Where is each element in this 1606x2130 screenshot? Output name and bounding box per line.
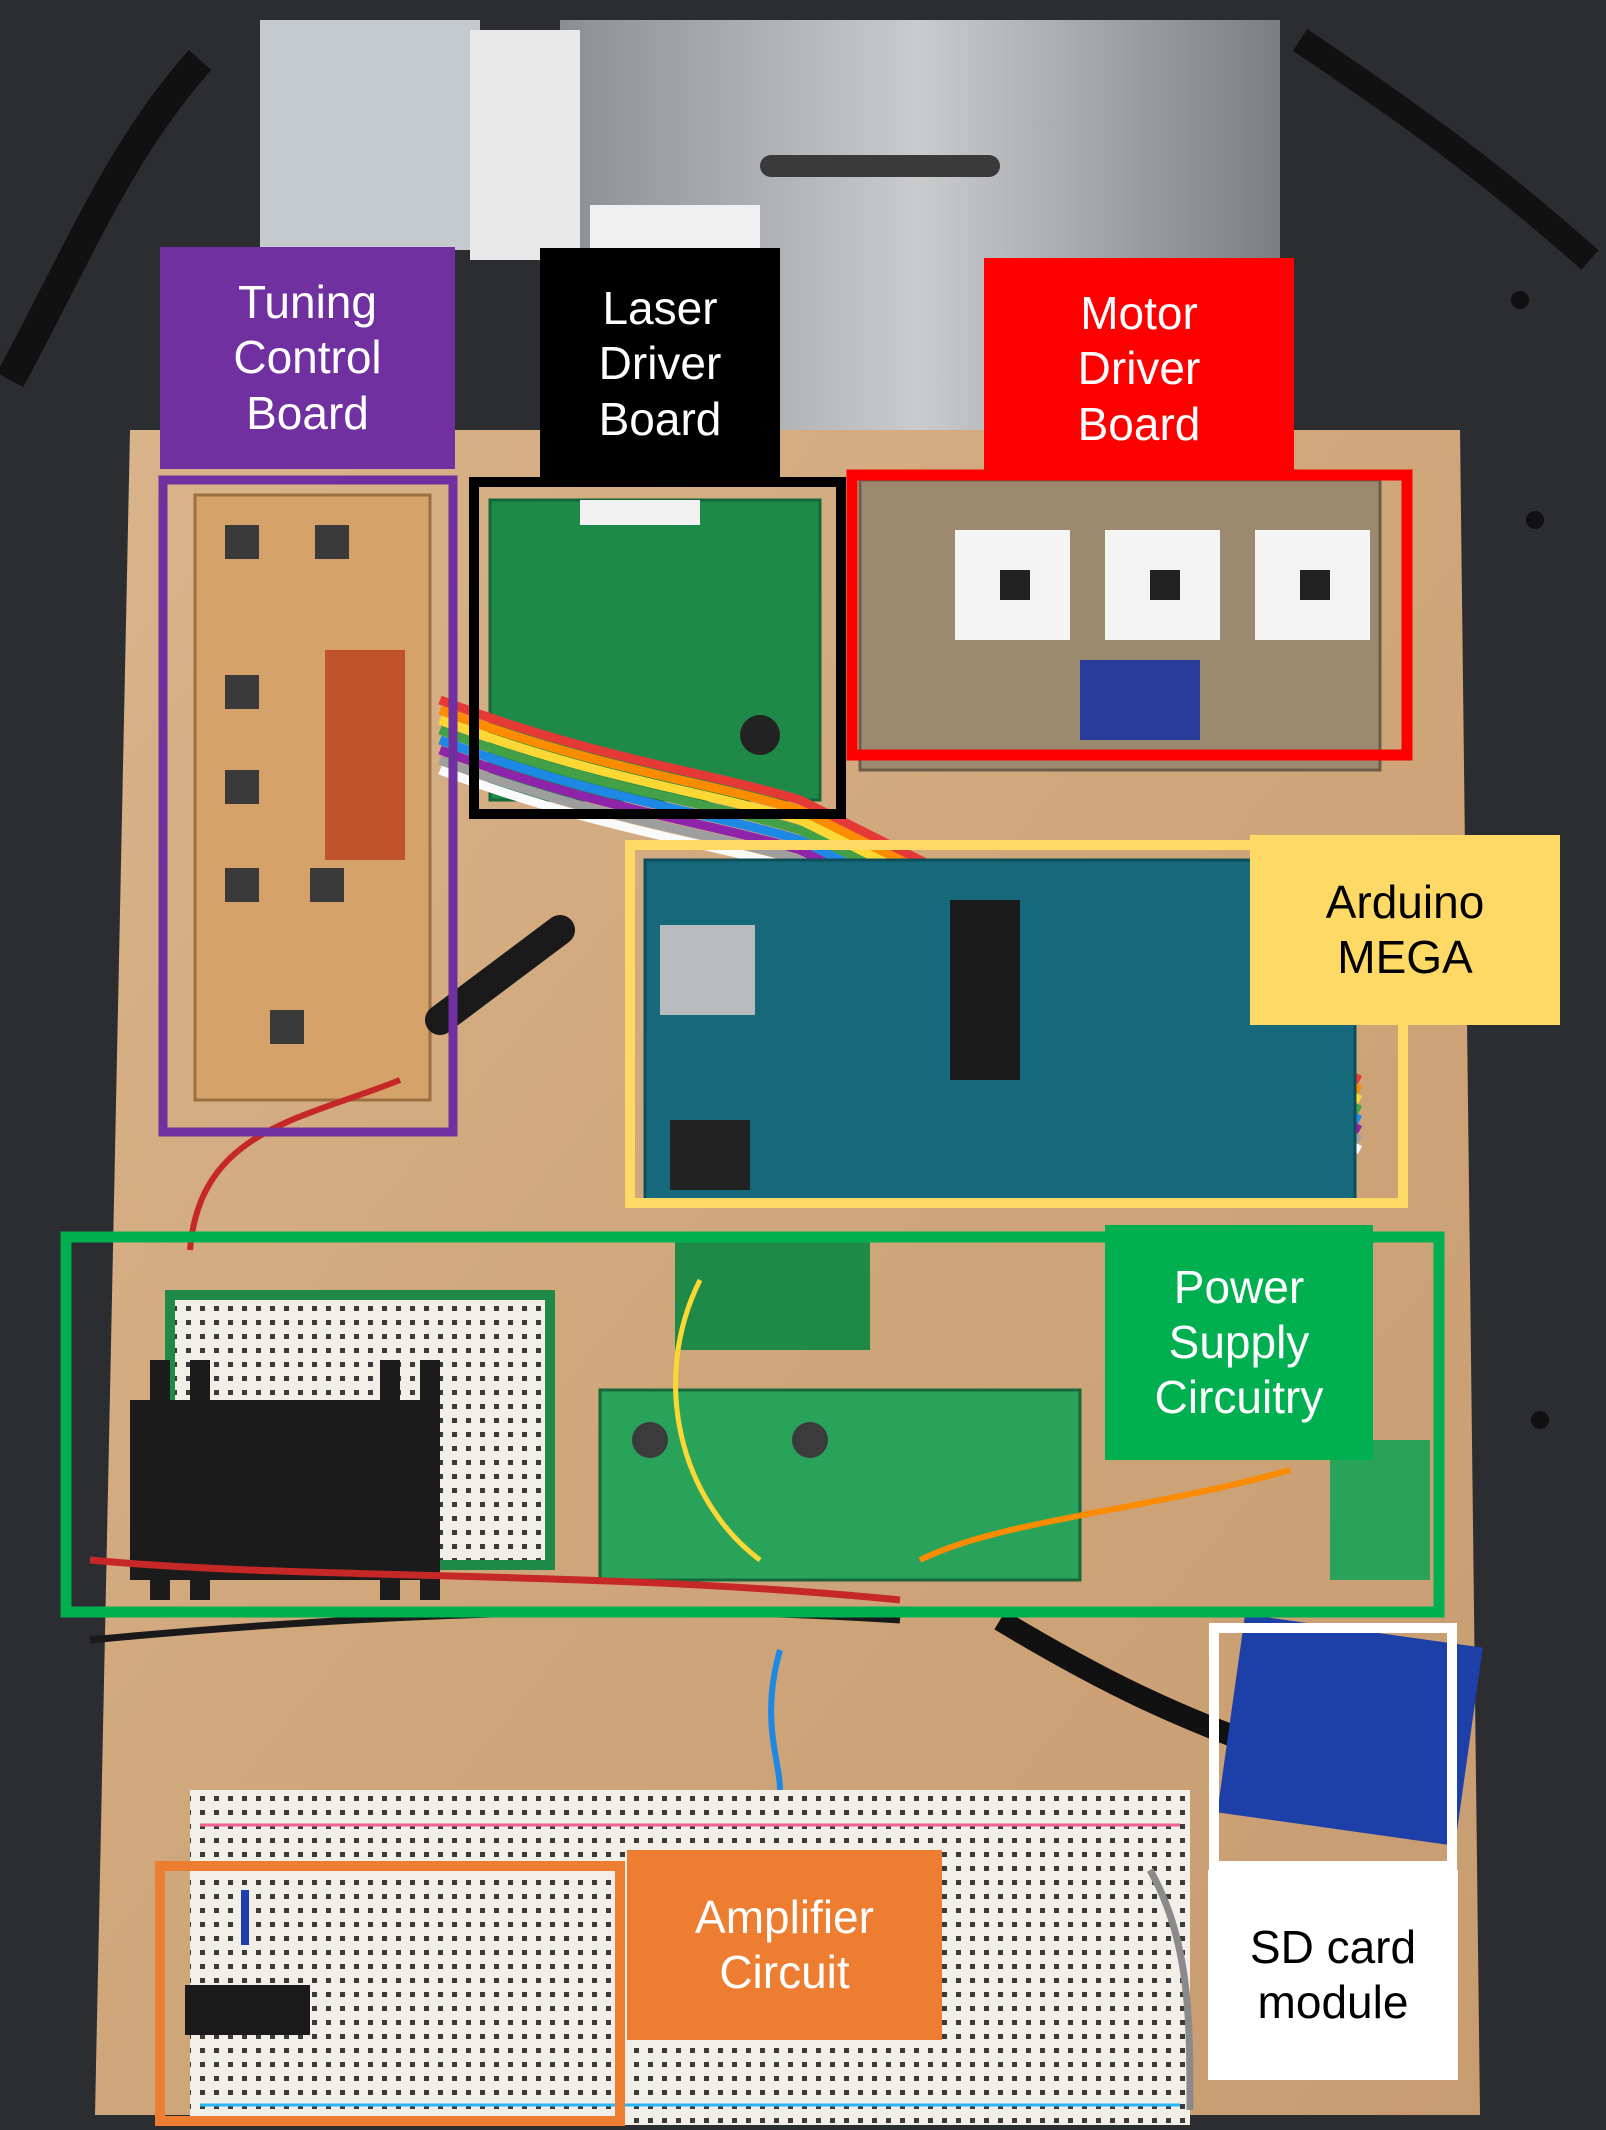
amplifier-circuit-label: Amplifier Circuit — [627, 1850, 942, 2040]
sd-card-module-box — [1209, 1623, 1457, 1871]
arduino-mega-label: Arduino MEGA — [1250, 835, 1560, 1025]
sd-card-module-label: SD card module — [1208, 1870, 1458, 2080]
laser-driver-board-label: Laser Driver Board — [540, 248, 780, 480]
power-supply-circuitry-label: Power Supply Circuitry — [1105, 1225, 1373, 1460]
amplifier-circuit-box — [155, 1861, 625, 2126]
laser-driver-board-box — [469, 477, 846, 819]
tuning-control-board-label: Tuning Control Board — [160, 247, 455, 469]
power-supply-circuitry-box — [60, 1231, 1445, 1618]
tuning-control-board-box — [158, 475, 458, 1137]
motor-driver-board-label: Motor Driver Board — [984, 258, 1294, 480]
